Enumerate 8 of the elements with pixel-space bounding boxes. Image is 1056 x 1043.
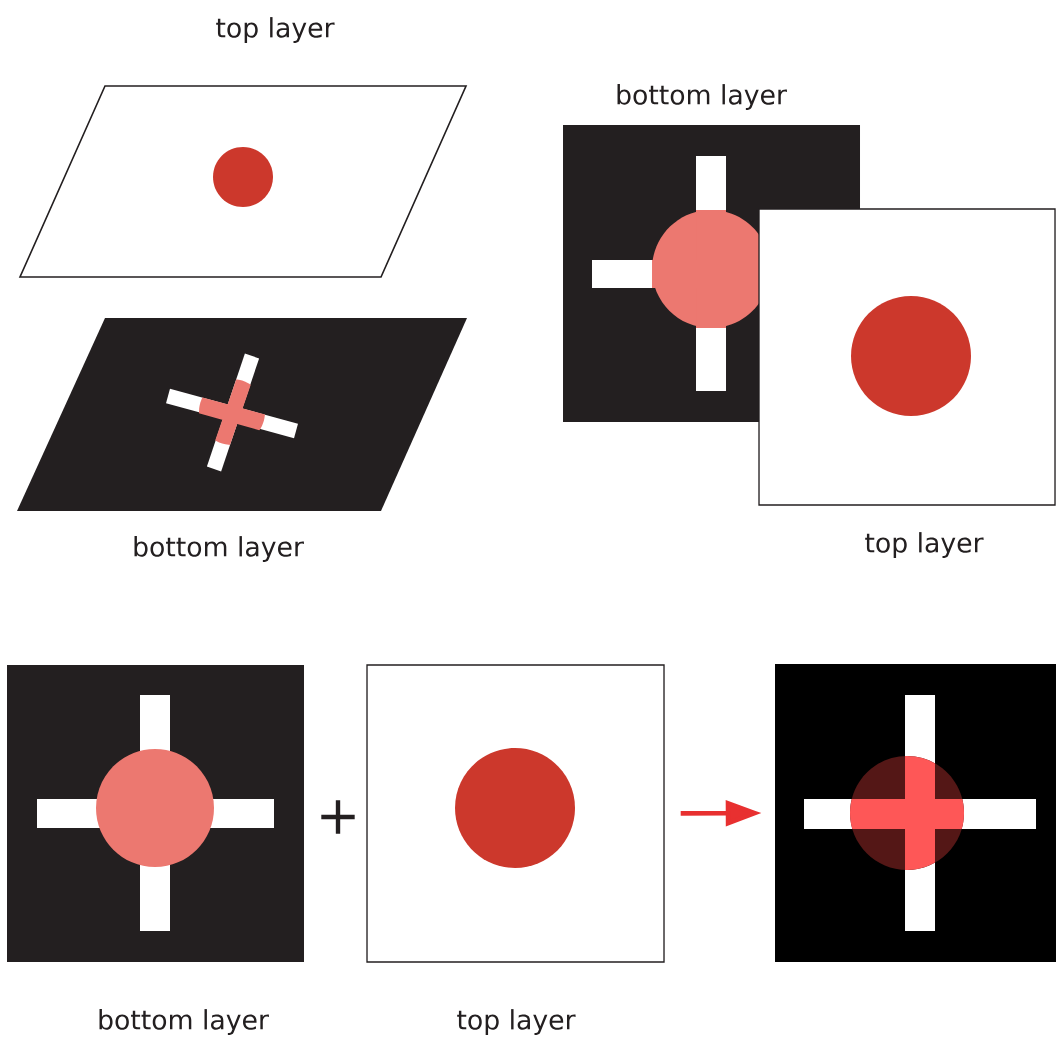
layer-label: top layer <box>216 17 335 43</box>
layer-label: bottom layer <box>99 1009 269 1035</box>
blended-drawing <box>775 664 1056 962</box>
plus-sign: + <box>321 800 355 834</box>
layer-label: top layer <box>457 1009 576 1035</box>
layer-label: top layer <box>865 532 984 558</box>
layer-label: bottom layer <box>134 536 304 562</box>
layer-label: bottom layer <box>617 84 787 110</box>
